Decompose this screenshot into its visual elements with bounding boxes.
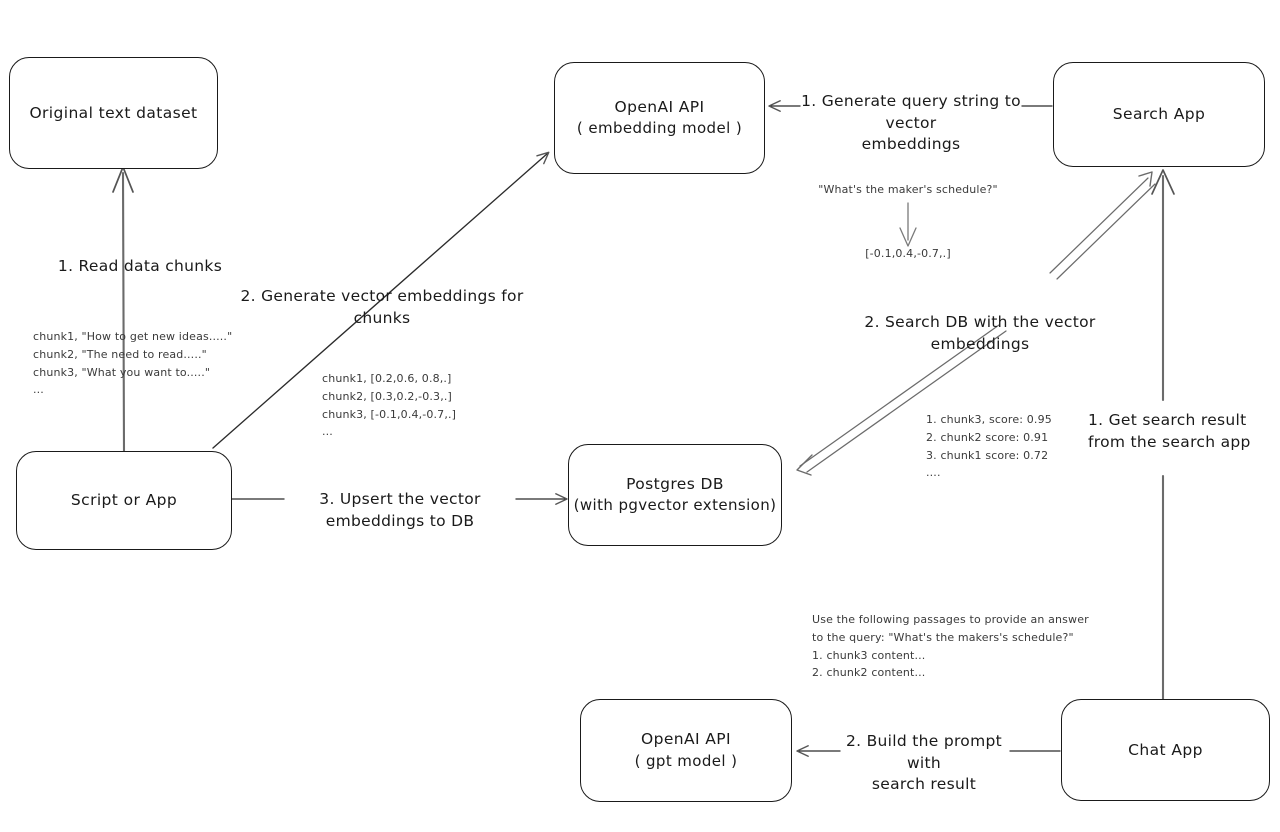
note-prompt-text: Use the following passages to provide an… (812, 613, 1089, 680)
edge-label-build-prompt: 2. Build the prompt with search result (846, 732, 1002, 794)
note-search-results: 1. chunk3, score: 0.95 2. chunk2 score: … (926, 413, 1052, 480)
node-label-line1: OpenAI API (614, 97, 705, 116)
node-label: Script or App (70, 491, 178, 510)
node-label: Chat App (1128, 740, 1203, 759)
node-label: Original text dataset (29, 103, 198, 122)
node-postgres-db[interactable]: Postgres DB (with pgvector extension) (568, 444, 782, 546)
node-label-line2: (with pgvector extension) (573, 496, 777, 515)
edge-label-generate-embeddings: 2. Generate vector embeddings for chunks (240, 287, 524, 327)
edge-query-to-vector (899, 202, 917, 247)
edge-read-data-chunks (112, 166, 134, 454)
node-label-line1: Postgres DB (626, 474, 724, 493)
node-label-line2: ( gpt model ) (634, 751, 738, 770)
node-script-or-app[interactable]: Script or App (16, 451, 232, 550)
edge-label-generate-query-embeddings: 1. Generate query string to vector embed… (801, 92, 1021, 154)
node-original-text-dataset[interactable]: Original text dataset (9, 57, 218, 169)
note-query-string: "What's the maker's schedule?" (818, 183, 998, 196)
node-openai-api-gpt[interactable]: OpenAI API ( gpt model ) (580, 699, 792, 802)
node-label-line2: ( embedding model ) (576, 119, 743, 138)
node-chat-app[interactable]: Chat App (1061, 699, 1270, 801)
edge-label-read-data-chunks: 1. Read data chunks (57, 257, 223, 275)
node-search-app[interactable]: Search App (1053, 62, 1265, 167)
node-label: Search App (1112, 105, 1206, 124)
edge-label-get-search-result: 1. Get search result from the search app (1088, 411, 1251, 451)
edge-label-upsert-to-db: 3. Upsert the vector embeddings to DB (319, 490, 481, 530)
node-openai-api-embedding[interactable]: OpenAI API ( embedding model ) (554, 62, 765, 174)
edge-label-search-db: 2. Search DB with the vector embeddings (864, 313, 1096, 353)
note-chunk-vectors: chunk1, [0.2,0.6, 0.8,.] chunk2, [0.3,0.… (322, 372, 457, 439)
node-label-line1: OpenAI API (640, 730, 732, 749)
note-query-vector: [-0.1,0.4,-0.7,.] (865, 247, 951, 260)
note-chunks-text: chunk1, "How to get new ideas....." chun… (33, 330, 233, 397)
